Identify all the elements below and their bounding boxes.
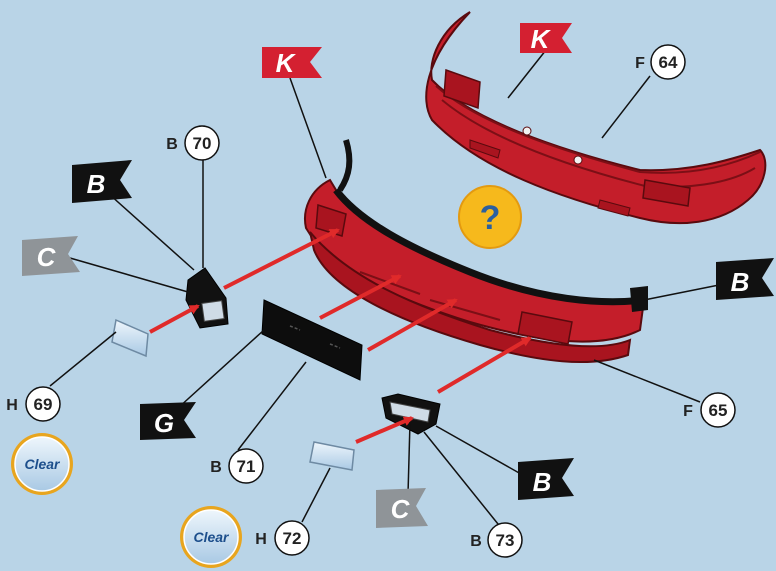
help-icon[interactable]: ? xyxy=(459,186,521,248)
arrow-to-73 xyxy=(356,418,412,442)
callout-h72-letter: H xyxy=(255,531,267,548)
callout-b73: B 73 xyxy=(470,523,522,557)
callout-b71-letter: B xyxy=(210,459,222,476)
clear-lens-69 xyxy=(112,320,148,356)
callout-f64-letter: F xyxy=(635,55,645,72)
flag-c-bottom: C xyxy=(376,488,428,528)
flag-b-right-label: B xyxy=(731,267,750,297)
help-icon-symbol: ? xyxy=(480,199,501,237)
flag-g: G xyxy=(140,402,196,440)
part-71-plate xyxy=(262,300,362,380)
callout-h69-number: 69 xyxy=(34,395,53,414)
callout-b73-letter: B xyxy=(470,533,482,550)
flag-b-right: B xyxy=(716,258,774,300)
flag-c-left: C xyxy=(22,236,80,276)
flag-g-label: G xyxy=(154,408,174,438)
callout-h69-letter: H xyxy=(6,397,18,414)
flag-k-top-label: K xyxy=(531,24,552,54)
flag-b-left: B xyxy=(72,160,132,203)
flag-c-left-label: C xyxy=(37,242,57,272)
flag-b-bottom: B xyxy=(518,458,574,500)
callout-b73-number: 73 xyxy=(496,531,515,550)
callout-h69: H 69 xyxy=(6,387,60,421)
callout-f64: F 64 xyxy=(635,45,685,79)
clear-lens-72 xyxy=(310,442,354,470)
callout-b70-letter: B xyxy=(166,136,178,153)
clear-badge-2: Clear xyxy=(180,506,242,568)
callout-b71-number: 71 xyxy=(237,457,256,476)
callout-f65-letter: F xyxy=(683,403,693,420)
callout-h72-number: 72 xyxy=(283,529,302,548)
clear-badge-1-label: Clear xyxy=(24,456,61,472)
callout-b70: B 70 xyxy=(166,126,219,160)
flag-k-mid: K xyxy=(262,47,322,78)
part-70-bracket xyxy=(186,268,228,328)
flag-b-left-label: B xyxy=(87,169,106,199)
callout-b71: B 71 xyxy=(210,449,263,483)
flag-k-mid-label: K xyxy=(276,48,297,78)
flag-b-bottom-label: B xyxy=(533,467,552,497)
callout-f65-number: 65 xyxy=(709,401,728,420)
flag-c-bottom-label: C xyxy=(391,494,411,524)
flag-k-top: K xyxy=(520,23,572,54)
arrow-to-70 xyxy=(150,306,198,332)
callout-b70-number: 70 xyxy=(193,134,212,153)
callout-h72: H 72 xyxy=(255,521,309,555)
clear-badge-2-label: Clear xyxy=(193,529,230,545)
clear-badge-1: Clear xyxy=(11,433,73,495)
callout-f64-number: 64 xyxy=(659,53,678,72)
